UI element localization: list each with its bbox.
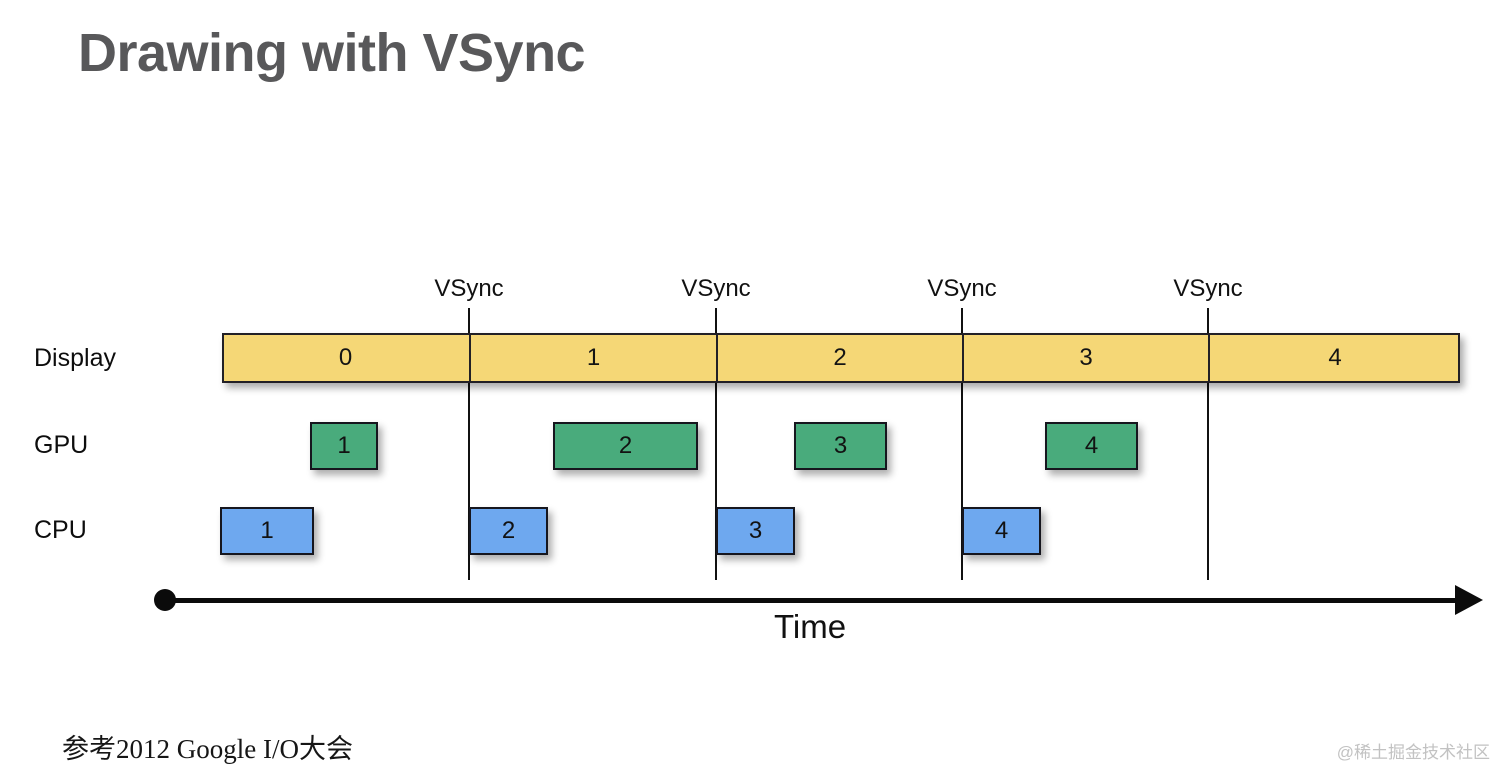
watermark: @稀土掘金技术社区 xyxy=(1336,743,1490,762)
vsync-label-2: VSync xyxy=(681,275,751,302)
cpu-task-2: 2 xyxy=(469,507,548,555)
time-axis-origin-dot xyxy=(154,589,176,611)
time-axis-arrow-icon xyxy=(1455,585,1483,615)
display-frame-4: 4 xyxy=(1208,335,1460,381)
display-frame-0: 0 xyxy=(338,344,353,371)
display-frame-2: 2 xyxy=(716,335,962,381)
vsync-line-3 xyxy=(961,308,963,580)
row-label-cpu: CPU xyxy=(34,516,87,544)
row-label-display: Display xyxy=(34,344,116,372)
vsync-line-1 xyxy=(468,308,470,580)
display-frame-3: 3 xyxy=(962,335,1208,381)
gpu-task-1: 1 xyxy=(310,422,378,470)
footer-note: 参考2012 Google I/O大会 xyxy=(62,734,353,764)
vsync-line-4 xyxy=(1207,308,1209,580)
time-axis-label: Time xyxy=(773,608,847,645)
gpu-task-4: 4 xyxy=(1045,422,1138,470)
gpu-task-3: 3 xyxy=(794,422,887,470)
vsync-label-4: VSync xyxy=(1173,275,1243,302)
vsync-label-1: VSync xyxy=(434,275,504,302)
cpu-task-4: 4 xyxy=(962,507,1041,555)
cpu-task-1: 1 xyxy=(220,507,314,555)
row-label-gpu: GPU xyxy=(34,431,89,459)
vsync-line-2 xyxy=(715,308,717,580)
page-title: Drawing with VSync xyxy=(78,23,586,83)
display-frame-1: 1 xyxy=(469,335,716,381)
time-axis-line xyxy=(165,598,1455,603)
vsync-label-3: VSync xyxy=(927,275,997,302)
gpu-task-2: 2 xyxy=(553,422,698,470)
cpu-task-3: 3 xyxy=(716,507,795,555)
